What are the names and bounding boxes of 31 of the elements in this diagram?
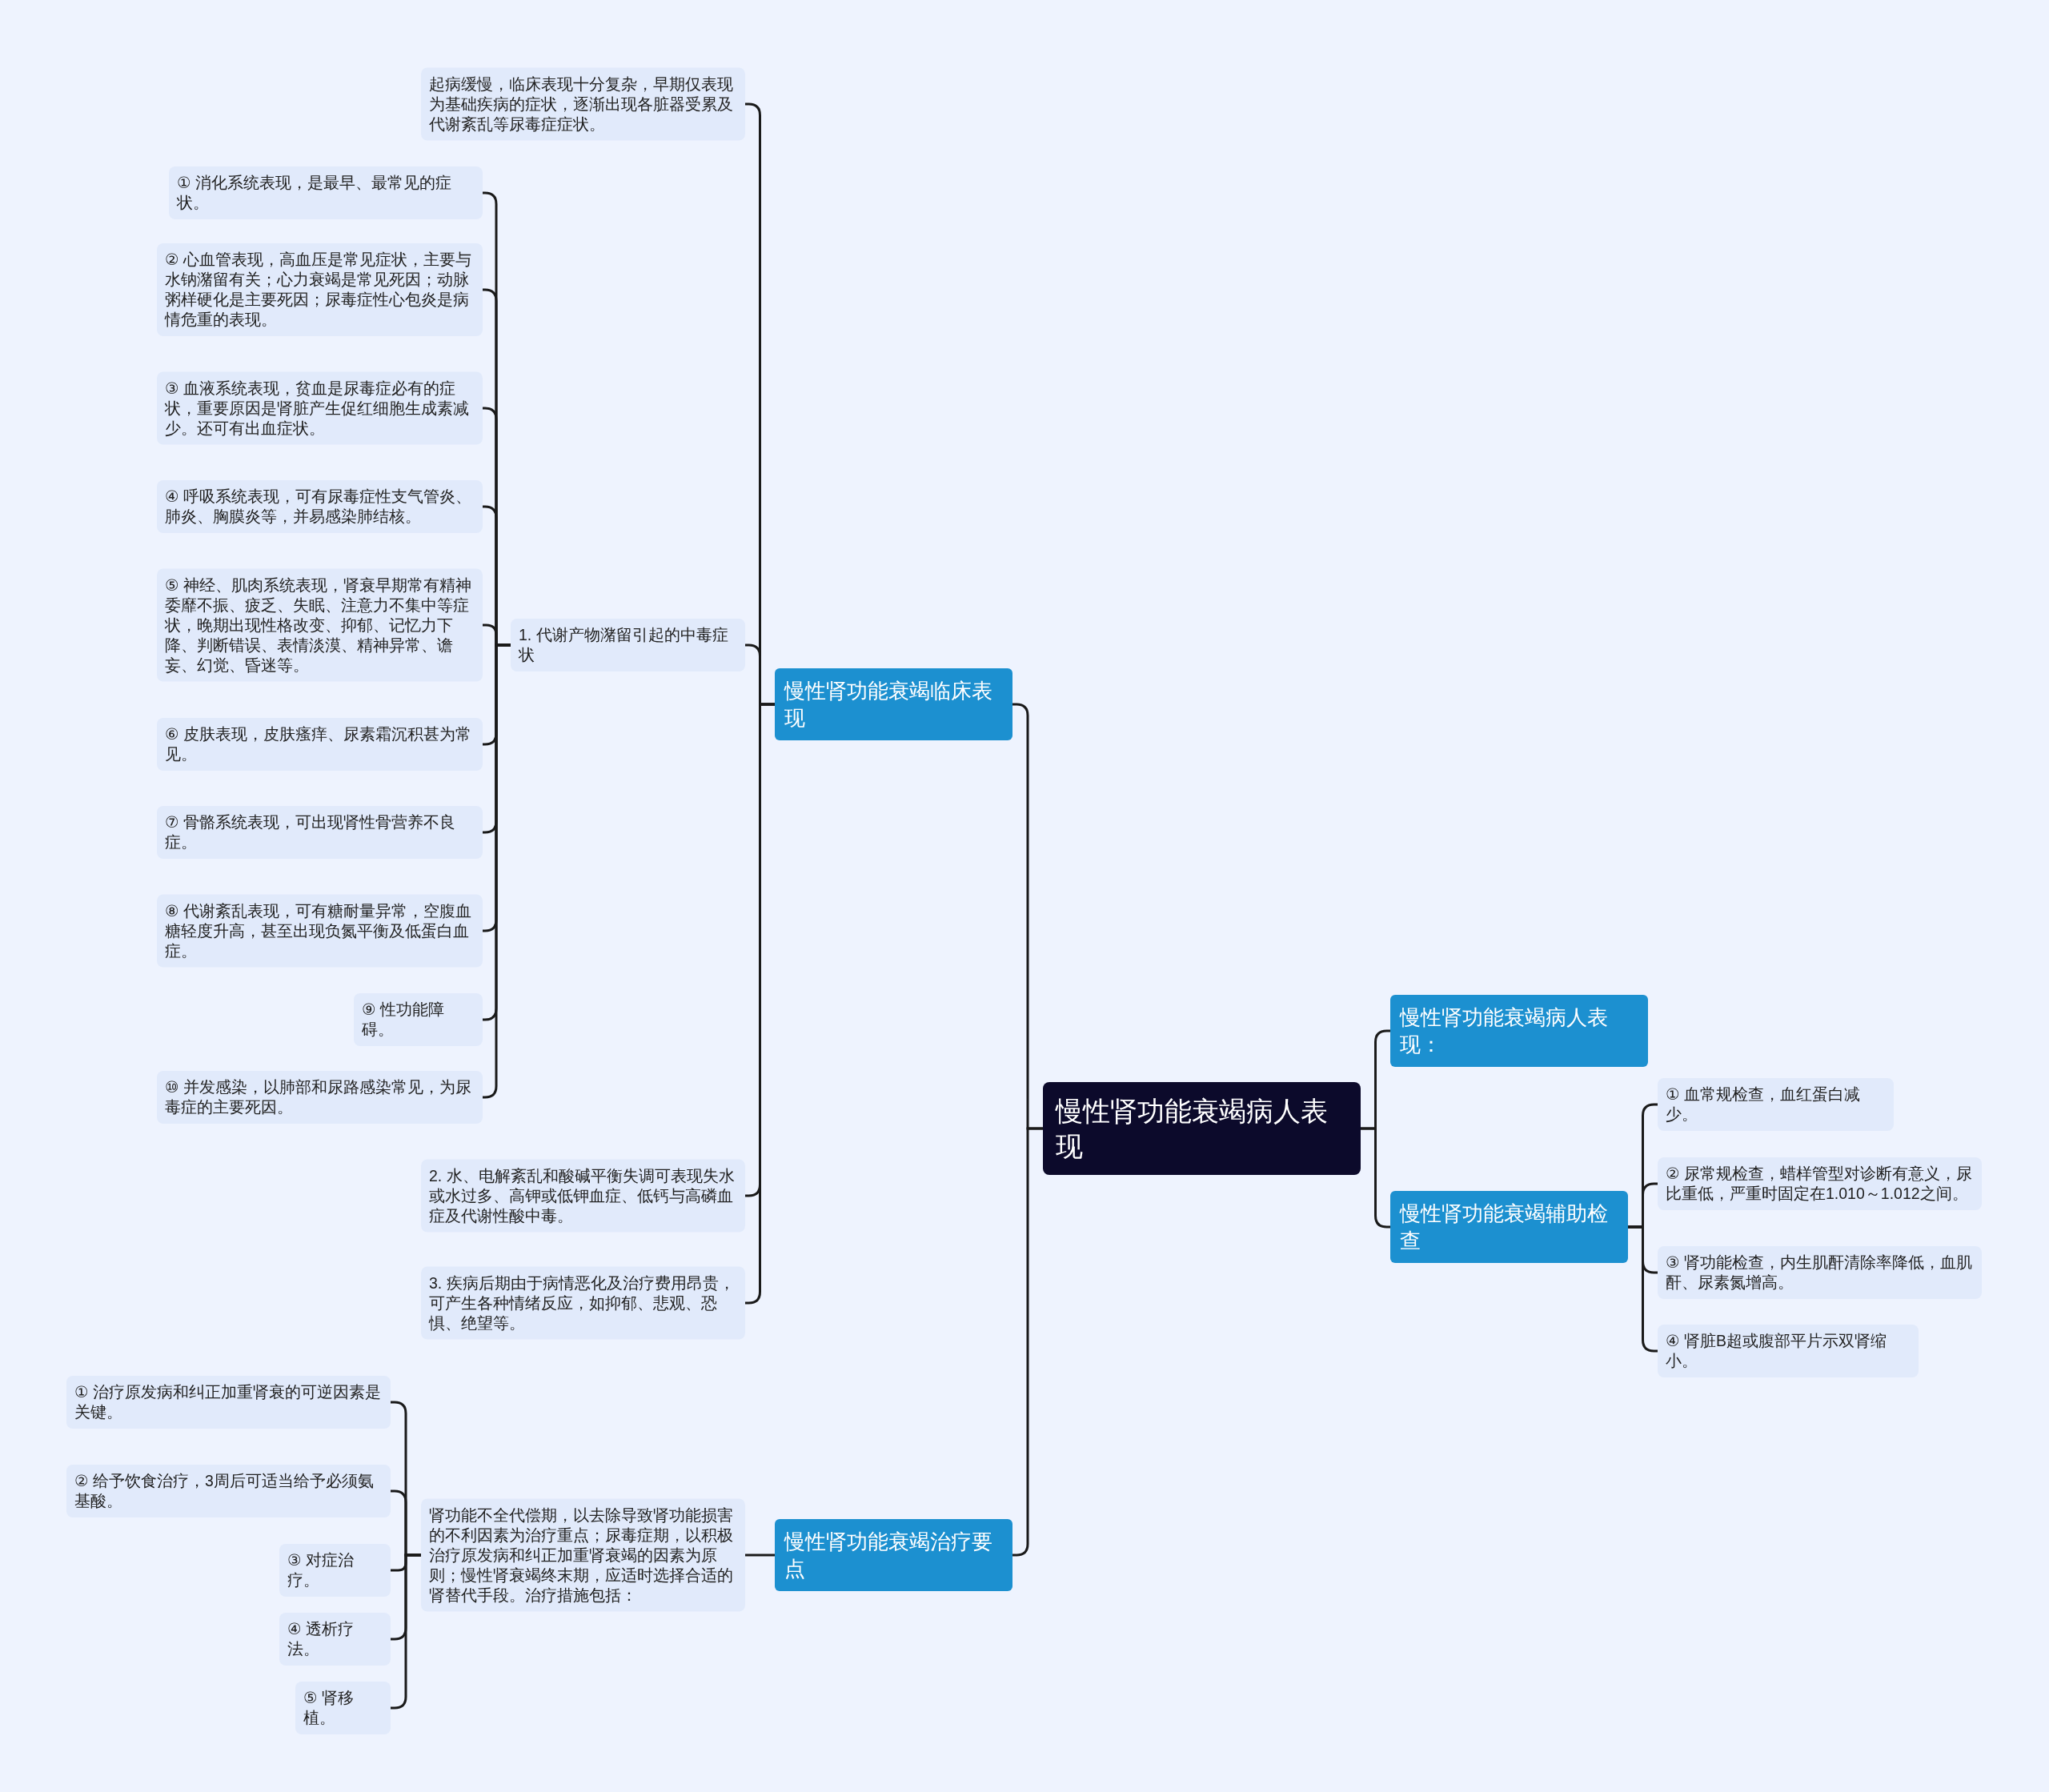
branch-topic-box: 慢性肾功能衰竭治疗要点 xyxy=(775,1519,1012,1591)
note-box: ① 治疗原发病和纠正加重肾衰的可逆因素是关键。 xyxy=(66,1376,391,1429)
note-box: ⑤ 肾移植。 xyxy=(295,1682,391,1734)
note-box: 肾功能不全代偿期，以去除导致肾功能损害的不利因素为治疗重点；尿毒症期，以积极治疗原发病和纠正加重肾衰竭的因素为原则；慢性肾衰竭终末期，应适时选择合适的肾替代手段。治疗措施包括： xyxy=(421,1498,745,1612)
note-box: 2. 水、电解紊乱和酸碱平衡失调可表现失水或水过多、高钾或低钾血症、低钙与高磷血症及代谢性酸中毒。 xyxy=(421,1159,745,1233)
note-box: ② 给予饮食治疗，3周后可适当给予必须氨基酸。 xyxy=(66,1465,391,1517)
note-box: ⑧ 代谢紊乱表现，可有糖耐量异常，空腹血糖轻度升高，甚至出现负氮平衡及低蛋白血症。 xyxy=(157,894,483,968)
note-box: ⑨ 性功能障碍。 xyxy=(354,993,483,1046)
note-box: ① 血常规检查，血红蛋白减少。 xyxy=(1658,1078,1894,1131)
note-box: ③ 对症治疗。 xyxy=(279,1544,391,1597)
note-box: ⑥ 皮肤表现，皮肤瘙痒、尿素霜沉积甚为常见。 xyxy=(157,718,483,771)
note-box: ⑩ 并发感染，以肺部和尿路感染常见，为尿毒症的主要死因。 xyxy=(157,1071,483,1124)
note-box: ③ 血液系统表现，贫血是尿毒症必有的症状，重要原因是肾脏产生促红细胞生成素减少。还可有出血症状。 xyxy=(157,371,483,445)
note-box: ④ 透析疗法。 xyxy=(279,1613,391,1666)
branch-topic-box: 慢性肾功能衰竭病人表现： xyxy=(1390,995,1648,1067)
note-box: ① 消化系统表现，是最早、最常见的症状。 xyxy=(169,166,483,219)
note-box: ② 尿常规检查，蜡样管型对诊断有意义，尿比重低，严重时固定在1.010～1.012之间。 xyxy=(1658,1157,1982,1210)
note-box: 1. 代谢产物潴留引起的中毒症状 xyxy=(511,619,745,671)
central-topic-box: 慢性肾功能衰竭病人表现 xyxy=(1043,1082,1361,1175)
note-box: ③ 肾功能检查，内生肌酐清除率降低，血肌酐、尿素氮增高。 xyxy=(1658,1246,1982,1299)
note-box: 3. 疾病后期由于病情恶化及治疗费用昂贵，可产生各种情绪反应，如抑郁、悲观、恐惧、绝望等。 xyxy=(421,1266,745,1340)
note-box: ② 心血管表现，高血压是常见症状，主要与水钠潴留有关；心力衰竭是常见死因；动脉粥样硬化是主要死因；尿毒症性心包炎是病情危重的表现。 xyxy=(157,243,483,336)
note-box: ④ 肾脏B超或腹部平片示双肾缩小。 xyxy=(1658,1325,1919,1377)
note-box: ⑤ 神经、肌肉系统表现，肾衰早期常有精神委靡不振、疲乏、失眠、注意力不集中等症状，晚期出现性格改变、抑郁、记忆力下降、判断错误、表情淡漠、精神异常、谵妄、幻觉、昏迷等。 xyxy=(157,568,483,682)
connector-line xyxy=(391,1553,421,1710)
note-box: ④ 呼吸系统表现，可有尿毒症性支气管炎、肺炎、胸膜炎等，并易感染肺结核。 xyxy=(157,480,483,533)
note-box: 起病缓慢，临床表现十分复杂，早期仅表现为基础疾病的症状，逐渐出现各脏器受累及代谢紊乱等尿毒症症状。 xyxy=(421,67,745,141)
branch-topic-box: 慢性肾功能衰竭辅助检查 xyxy=(1390,1191,1628,1263)
branch-topic-box: 慢性肾功能衰竭临床表现 xyxy=(775,668,1012,740)
connector-line xyxy=(745,1553,775,1557)
note-box: ⑦ 骨骼系统表现，可出现肾性骨营养不良症。 xyxy=(157,806,483,859)
